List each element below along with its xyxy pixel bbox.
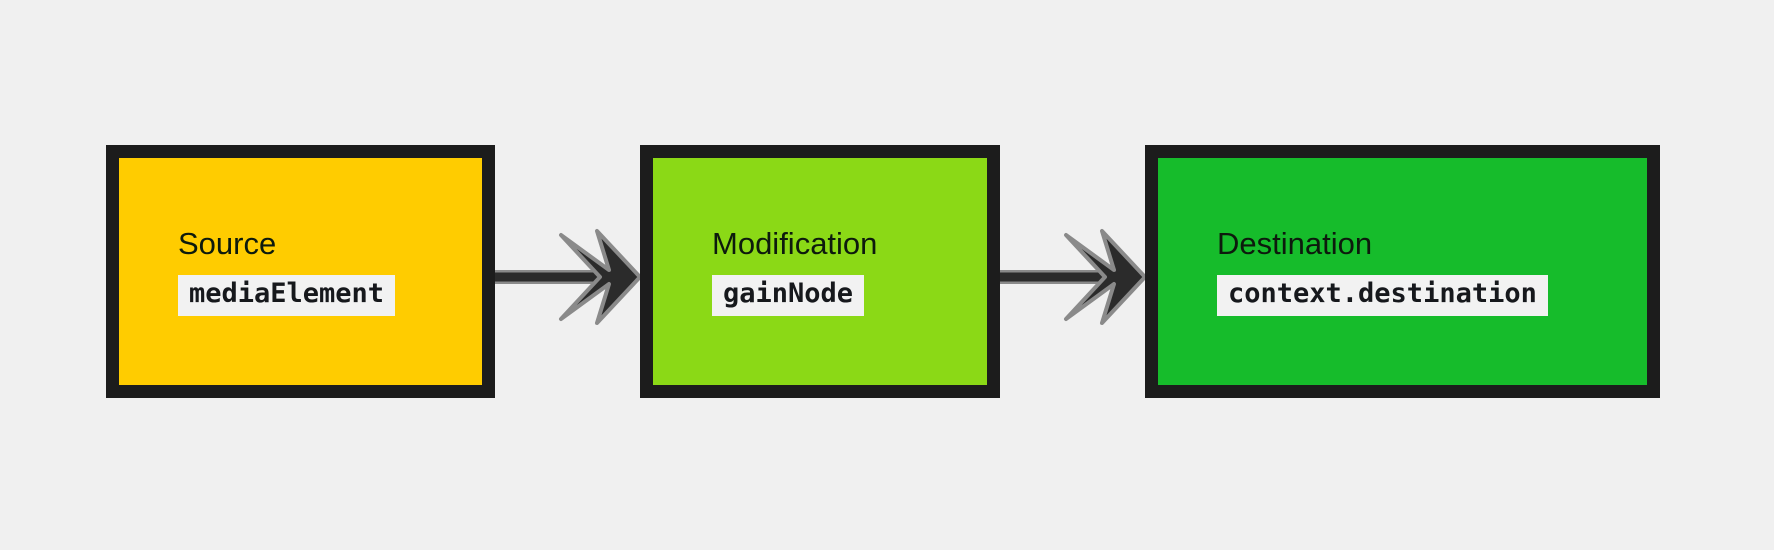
node-modification-title: Modification	[712, 226, 878, 262]
node-modification-code-badge: gainNode	[712, 274, 865, 316]
node-source-title: Source	[178, 226, 277, 262]
edge-modification-to-destination	[1000, 229, 1147, 325]
node-destination-title: Destination	[1217, 226, 1373, 262]
node-source[interactable]: Source mediaElement	[106, 145, 495, 398]
edge-source-to-modification	[495, 229, 642, 325]
edge-arrowhead	[1064, 229, 1147, 325]
node-destination-code-badge: context.destination	[1217, 274, 1548, 316]
node-modification[interactable]: Modification gainNode	[640, 145, 1000, 398]
node-destination[interactable]: Destination context.destination	[1145, 145, 1660, 398]
edge-arrowhead	[559, 229, 642, 325]
node-source-code-badge: mediaElement	[178, 274, 396, 316]
